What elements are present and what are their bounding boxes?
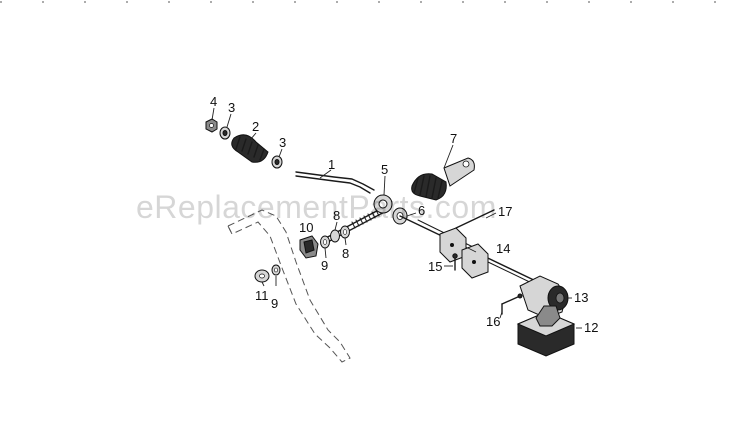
part-3-washer-right xyxy=(271,155,283,169)
leader-lines xyxy=(211,107,582,329)
part-11-nut xyxy=(254,269,270,283)
part-9-washer-a xyxy=(320,235,330,249)
callout-14: 14 xyxy=(496,241,510,256)
watermark-text: eReplacementParts.com xyxy=(136,189,497,225)
callout-9-upper: 9 xyxy=(321,258,328,273)
callout-6: 6 xyxy=(418,203,425,218)
part-3-washer-left xyxy=(219,126,231,140)
callout-11: 11 xyxy=(255,288,269,303)
shaft-threads xyxy=(351,209,380,229)
callout-8-upper: 8 xyxy=(333,208,340,223)
callout-16: 16 xyxy=(486,314,500,329)
callout-5: 5 xyxy=(381,162,388,177)
part-14-bracket xyxy=(439,227,489,279)
callout-3-left: 3 xyxy=(228,100,235,115)
part-12-mount-base xyxy=(516,305,576,357)
part-4-nut xyxy=(205,118,218,133)
callout-17: 17 xyxy=(498,204,512,219)
callout-7: 7 xyxy=(450,131,457,146)
callout-labels: 4 3 2 3 1 5 7 6 17 8 8 10 9 9 11 14 15 1… xyxy=(210,94,598,335)
callout-13: 13 xyxy=(574,290,588,305)
callout-4: 4 xyxy=(210,94,217,109)
callout-8-lower: 8 xyxy=(342,246,349,261)
part-9-washer-b xyxy=(271,264,281,276)
part-5-collar xyxy=(373,194,393,214)
callout-2: 2 xyxy=(252,119,259,134)
part-17-pin xyxy=(455,209,495,229)
part-8-washer-b xyxy=(340,225,350,239)
part-16-screw xyxy=(501,293,523,315)
callout-10: 10 xyxy=(299,220,313,235)
callout-1: 1 xyxy=(328,157,335,172)
part-2-spring xyxy=(231,134,269,163)
part-10-clip xyxy=(299,235,319,259)
callout-3-right: 3 xyxy=(279,135,286,150)
part-15-screw xyxy=(452,253,458,271)
callout-12: 12 xyxy=(584,320,598,335)
pedal-lever-outline xyxy=(227,209,351,363)
callout-9-lower: 9 xyxy=(271,296,278,311)
part-7-arm-spring xyxy=(411,157,475,201)
part-8-washer-a xyxy=(330,229,340,243)
callout-15: 15 xyxy=(428,259,442,274)
